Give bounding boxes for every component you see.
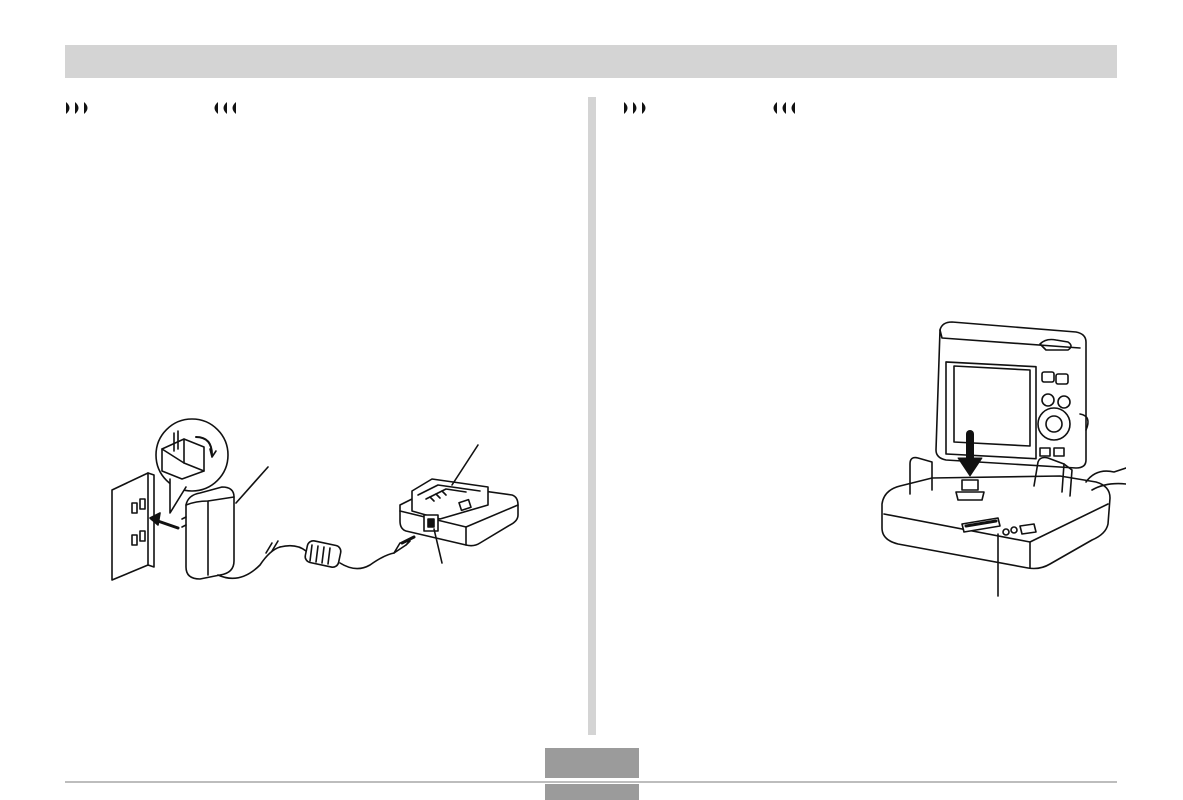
- header-bar: [65, 45, 1117, 78]
- wall-outlet: [111, 472, 149, 581]
- right-pointing-triangles-icon: [66, 102, 88, 114]
- page-number-tab: [545, 748, 639, 778]
- plug-detail-bubble: [155, 418, 229, 492]
- ac-adaptor: [185, 486, 235, 580]
- column-divider: [588, 97, 596, 735]
- left-pointing-triangles-icon: [773, 102, 795, 114]
- left-pointing-triangles-icon: [214, 102, 236, 114]
- camera-on-cradle-illustration: [881, 321, 1126, 597]
- ac-adaptor-connection-illustration: [111, 418, 519, 581]
- right-pointing-triangles-icon: [624, 102, 646, 114]
- footer-rule: [65, 781, 1117, 783]
- page-number-tab-lower: [545, 784, 639, 800]
